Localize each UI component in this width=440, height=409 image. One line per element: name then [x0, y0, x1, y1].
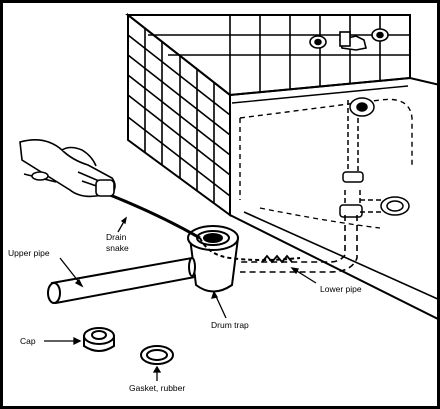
label-drum-trap: Drum trap	[211, 320, 249, 330]
label-upper-pipe: Upper pipe	[8, 248, 50, 258]
label-lower-pipe: Lower pipe	[320, 284, 362, 294]
label-gasket: Gasket, rubber	[129, 383, 185, 393]
hand-holding-snake	[19, 139, 116, 198]
upper-pipe	[47, 256, 197, 305]
faucet-fixtures	[309, 28, 389, 51]
label-drain-snake-line2: snake	[106, 243, 129, 253]
tiled-wall	[125, 12, 411, 217]
label-drain-snake-line1: Drain	[106, 232, 127, 242]
leader-lines	[44, 216, 317, 381]
gasket-part	[140, 345, 174, 365]
label-cap: Cap	[20, 336, 36, 346]
cap-part	[83, 327, 115, 352]
snake-handle	[31, 171, 49, 181]
bathtub	[229, 76, 440, 321]
drum-trap	[187, 225, 240, 293]
lower-pipe	[240, 215, 358, 273]
drain-snake	[109, 193, 301, 264]
overflow-assembly	[339, 97, 410, 218]
